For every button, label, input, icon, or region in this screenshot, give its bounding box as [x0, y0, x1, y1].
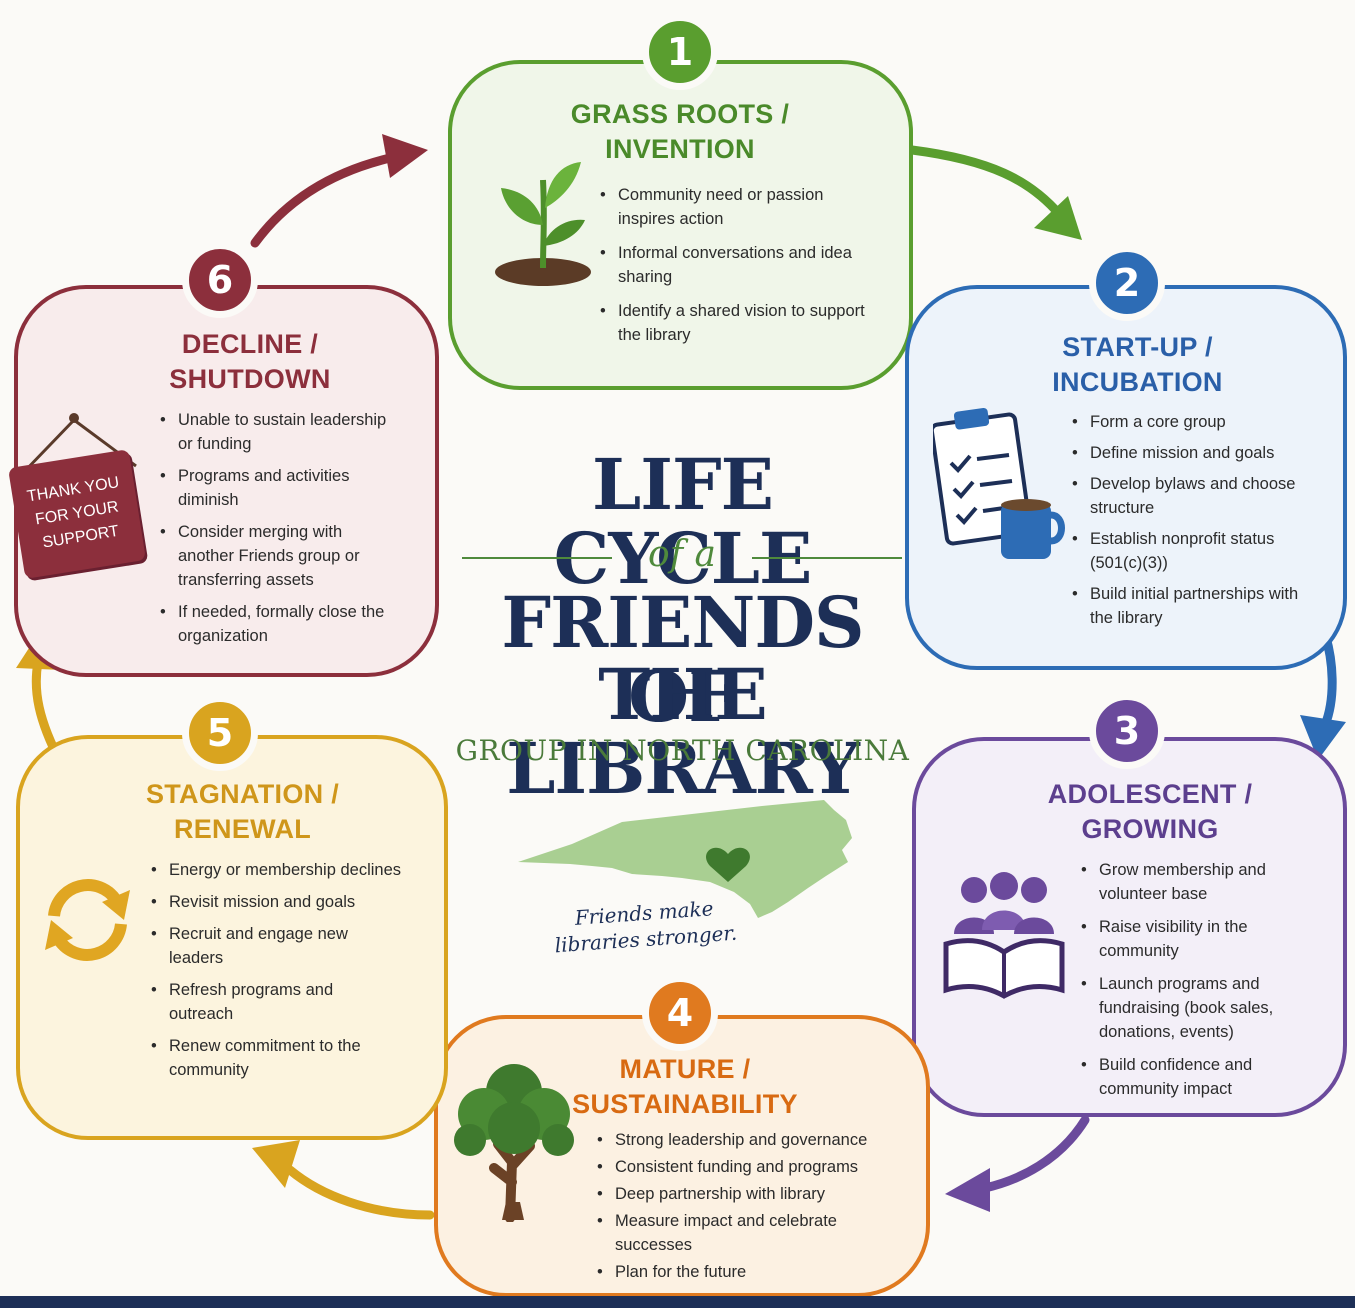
stage-1-bullet: Informal conversations and idea sharing [596, 241, 876, 289]
stage-3-title-line2: GROWING [1081, 814, 1219, 844]
thank-you-sign: THANK YOU FOR YOUR SUPPORT [7, 449, 147, 579]
stage-2-bullets: Form a core group Define mission and goa… [1068, 410, 1318, 630]
stage-3-bullet: Grow membership and volunteer base [1077, 858, 1312, 906]
tree-icon [454, 1064, 574, 1222]
stage-2-bullet: Build initial partnerships with the libr… [1068, 582, 1318, 630]
stage-6-bullet: Unable to sustain leadership or funding [156, 408, 396, 456]
stage-1-badge: 1 [642, 14, 718, 90]
arrow-6-to-1 [250, 153, 395, 248]
stage-5-bullet: Recruit and engage new leaders [147, 922, 394, 970]
arrow-6-to-1-head [382, 134, 428, 178]
stage-3-number: 3 [1113, 709, 1141, 753]
stage-3-badge: 3 [1089, 693, 1165, 769]
stage-3-bullet: Launch programs and fundraising (book sa… [1077, 972, 1312, 1044]
stage-5-title-line1: STAGNATION / [145, 779, 340, 809]
title-connector-row: of a [462, 532, 902, 582]
stage-3-title: ADOLESCENT / GROWING [1000, 777, 1300, 847]
stage-1-number: 1 [666, 30, 694, 74]
stage-5-title-line2: RENEWAL [173, 814, 312, 844]
stage-1-bullet: Community need or passion inspires actio… [596, 183, 876, 231]
stage-4-badge: 4 [642, 975, 718, 1051]
stage-4-title: MATURE / SUSTAINABILITY [545, 1052, 825, 1122]
stage-4-bullet: Consistent funding and programs [593, 1155, 913, 1179]
stage-5-bullet: Refresh programs and outreach [147, 978, 394, 1026]
arrow-4-to-5 [285, 1165, 435, 1220]
stage-6-title: DECLINE / SHUTDOWN [120, 327, 380, 397]
stage-6-number: 6 [206, 258, 234, 302]
title-line-2: FRIENDS OF [501, 581, 864, 738]
stage-2-badge: 2 [1089, 245, 1165, 321]
stage-6-bullets: Unable to sustain leadership or funding … [156, 408, 396, 648]
stage-6-badge: 6 [182, 242, 258, 318]
stage-6-title-line2: SHUTDOWN [169, 364, 331, 394]
arrow-2-to-3-head [1300, 715, 1346, 760]
stage-4-bullets: Strong leadership and governance Consist… [593, 1128, 913, 1284]
north-carolina-map-icon [518, 800, 852, 918]
title-connector: of a [648, 534, 716, 575]
stage-6-bullet: If needed, formally close the organizati… [156, 600, 396, 648]
stage-1-title: GRASS ROOTS / INVENTION [520, 97, 840, 167]
stage-2-number: 2 [1113, 261, 1141, 305]
sprout-icon [495, 162, 591, 286]
refresh-cycle-icon [45, 879, 130, 961]
title-rule-right [752, 557, 902, 559]
title-line-3: THE LIBRARY [506, 653, 860, 810]
stage-5-bullets: Energy or membership declines Revisit mi… [147, 858, 437, 1082]
stage-2-title-line1: START-UP / [1062, 332, 1213, 362]
stage-2-title-line2: INCUBATION [1052, 367, 1223, 397]
stage-5-bullet: Energy or membership declines [147, 858, 437, 882]
stage-3-title-line1: ADOLESCENT / [1047, 779, 1253, 809]
stage-4-title-line1: MATURE / [619, 1054, 751, 1084]
arrow-3-to-4 [980, 1115, 1090, 1193]
stage-2-bullet: Define mission and goals [1068, 441, 1318, 465]
stage-6-bullet: Consider merging with another Friends gr… [156, 520, 396, 592]
stage-4-number: 4 [666, 991, 694, 1035]
stage-3-bullets: Grow membership and volunteer base Raise… [1077, 858, 1312, 1101]
stage-5-title: STAGNATION / RENEWAL [105, 777, 380, 847]
arrow-4-to-5-head [252, 1140, 300, 1188]
stage-1-bullet: Identify a shared vision to support the … [596, 299, 876, 347]
stage-6-title-line1: DECLINE / [181, 329, 319, 359]
footer-bar [0, 1296, 1355, 1308]
stage-2-bullet: Establish nonprofit status (501(c)(3)) [1068, 527, 1318, 575]
stage-1-bullets: Community need or passion inspires actio… [596, 183, 876, 347]
arrow-1-to-2 [907, 145, 1065, 220]
stage-5-number: 5 [206, 711, 234, 755]
people-book-icon [943, 872, 1065, 999]
stage-5-bullet: Renew commitment to the community [147, 1034, 369, 1082]
title-rule-left [462, 557, 612, 559]
stage-4-bullet: Strong leadership and governance [593, 1128, 913, 1152]
stage-4-bullet: Measure impact and celebrate successes [593, 1209, 885, 1257]
stage-3-bullet: Build confidence and community impact [1077, 1053, 1312, 1101]
stage-4-bullet: Deep partnership with library [593, 1182, 913, 1206]
title-subtitle: GROUP IN NORTH CAROLINA [455, 734, 910, 767]
stage-1-title-line1: GRASS ROOTS / [570, 99, 790, 129]
arrow-1-to-2-head [1034, 196, 1082, 240]
arrow-3-to-4-head [945, 1168, 990, 1212]
stage-2-bullet: Form a core group [1068, 410, 1318, 434]
stage-1-title-line2: INVENTION [605, 134, 755, 164]
hanging-sign-icon: THANK YOU FOR YOUR SUPPORT [6, 410, 156, 590]
stage-4-title-line2: SUSTAINABILITY [572, 1089, 798, 1119]
clipboard-checklist-icon [933, 407, 1065, 559]
stage-4-bullet: Plan for the future [593, 1260, 913, 1284]
stage-5-badge: 5 [182, 695, 258, 771]
stage-2-bullet: Develop bylaws and choose structure [1068, 472, 1318, 520]
stage-6-bullet: Programs and activities diminish [156, 464, 396, 512]
stage-2-title: START-UP / INCUBATION [995, 330, 1280, 400]
stage-3-bullet: Raise visibility in the community [1077, 915, 1312, 963]
stage-5-bullet: Revisit mission and goals [147, 890, 437, 914]
